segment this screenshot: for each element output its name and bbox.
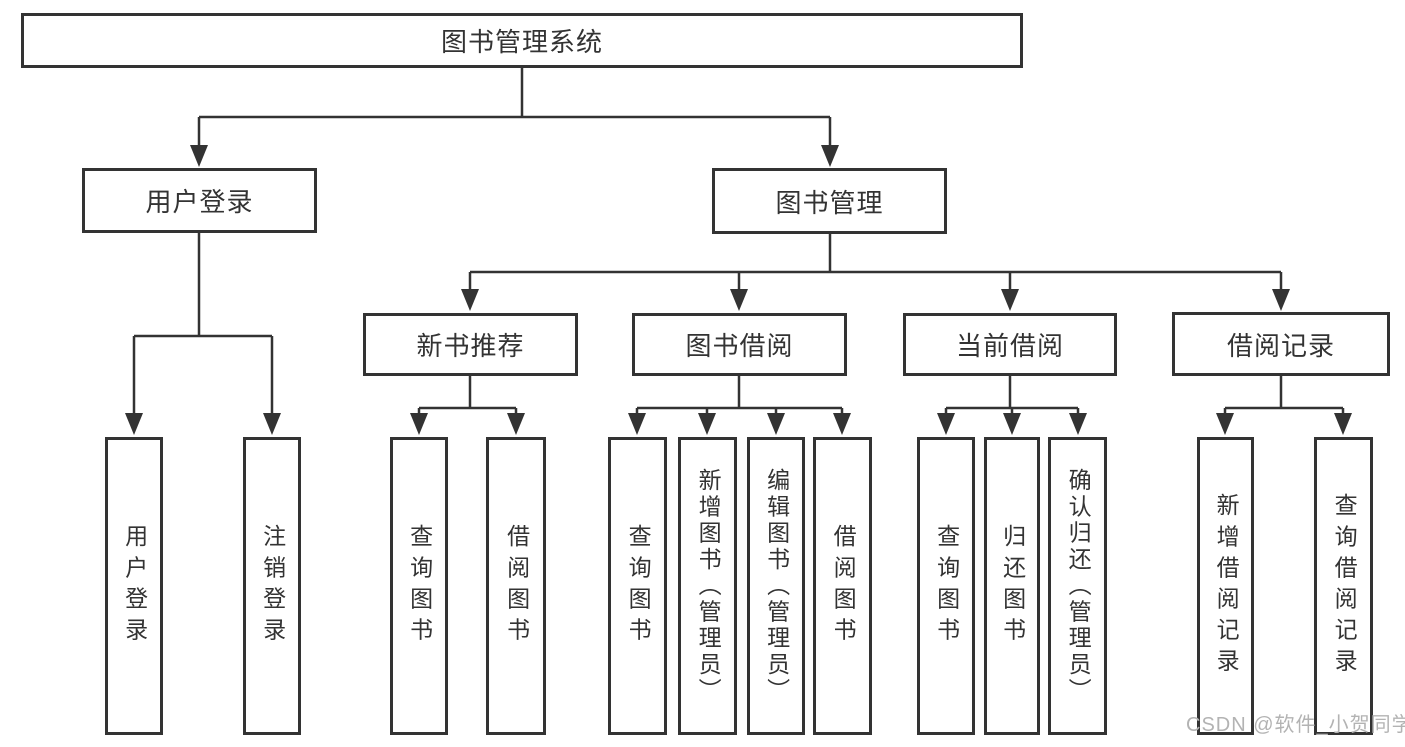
leaf-logout: 注销登录	[243, 437, 301, 735]
leaf-query-book-newbook-label: 查询图书	[406, 523, 433, 649]
leaf-add-book-admin-label: 新增图书（管理员）	[695, 468, 722, 704]
leaf-confirm-return-admin-label: 确认归还（管理员）	[1065, 468, 1092, 704]
leaf-edit-book-admin-label: 编辑图书（管理员）	[763, 468, 790, 704]
node-borrow-record-label: 借阅记录	[1226, 330, 1335, 361]
leaf-add-borrow-record: 新增借阅记录	[1197, 437, 1254, 735]
leaf-query-book-newbook: 查询图书	[390, 437, 448, 735]
leaf-add-borrow-record-label: 新增借阅记录	[1213, 492, 1240, 680]
node-book-borrow-label: 图书借阅	[685, 331, 794, 361]
leaf-query-borrow-record: 查询借阅记录	[1314, 437, 1373, 735]
node-book-management: 图书管理	[712, 168, 947, 234]
node-book-borrow: 图书借阅	[632, 313, 847, 376]
node-new-book-recommend: 新书推荐	[363, 313, 578, 376]
leaf-query-book-current: 查询图书	[917, 437, 975, 735]
leaf-borrow-book-newbook-label: 借阅图书	[503, 523, 530, 649]
node-current-borrow: 当前借阅	[903, 313, 1117, 376]
leaf-user-login-label: 用户登录	[121, 523, 148, 649]
node-new-book-recommend-label: 新书推荐	[416, 331, 525, 361]
watermark: CSDN @软件_小贺同学	[1186, 714, 1405, 736]
leaf-return-book-label: 归还图书	[999, 523, 1026, 649]
leaf-query-book-current-label: 查询图书	[933, 523, 960, 649]
node-library-system: 图书管理系统	[21, 13, 1023, 68]
node-user-login-label: 用户登录	[145, 187, 254, 217]
node-borrow-record: 借阅记录	[1172, 312, 1390, 376]
leaf-return-book: 归还图书	[984, 437, 1040, 735]
leaf-query-borrow-record-label: 查询借阅记录	[1331, 492, 1358, 680]
node-current-borrow-label: 当前借阅	[955, 331, 1064, 361]
node-library-system-label: 图书管理系统	[440, 27, 603, 57]
leaf-borrow-book-newbook: 借阅图书	[486, 437, 546, 735]
leaf-logout-label: 注销登录	[259, 523, 286, 649]
leaf-edit-book-admin: 编辑图书（管理员）	[747, 437, 805, 735]
leaf-query-book-borrow-label: 查询图书	[625, 523, 652, 649]
leaf-user-login: 用户登录	[105, 437, 163, 735]
leaf-confirm-return-admin: 确认归还（管理员）	[1048, 437, 1107, 735]
leaf-borrow-book: 借阅图书	[813, 437, 872, 735]
leaf-query-book-borrow: 查询图书	[608, 437, 667, 735]
node-book-management-label: 图书管理	[775, 187, 884, 218]
leaf-add-book-admin: 新增图书（管理员）	[678, 437, 737, 735]
leaf-borrow-book-label: 借阅图书	[830, 523, 857, 649]
node-user-login: 用户登录	[82, 168, 317, 233]
